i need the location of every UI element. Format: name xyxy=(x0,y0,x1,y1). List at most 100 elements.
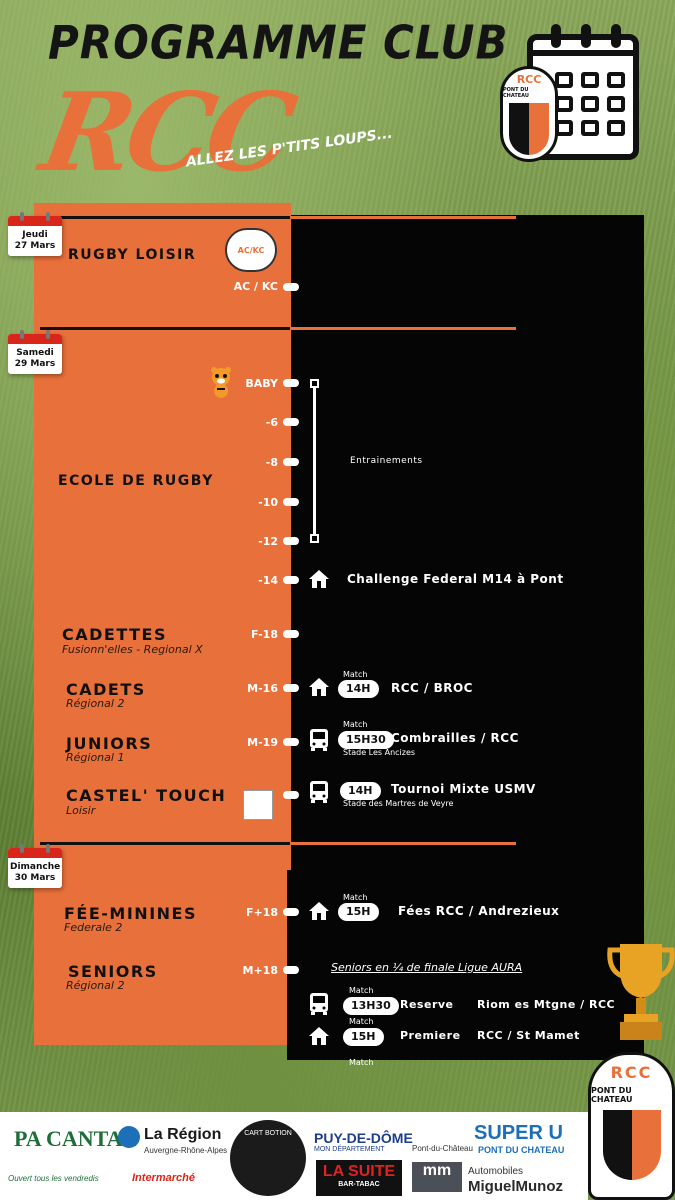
club-badge-top: RCC PONT DU CHATEAU xyxy=(500,66,558,162)
day-label: Dimanche xyxy=(10,862,61,872)
cadettes-sub: Fusionn'elles - Regional X xyxy=(62,643,203,656)
home-icon xyxy=(309,570,329,588)
timeline-dot xyxy=(283,630,299,638)
castel-sub: Loisir xyxy=(66,804,96,817)
level-label: -8 xyxy=(265,456,278,469)
sponsor-super-sub: PONT DU CHATEAU xyxy=(478,1145,565,1155)
cadets-name: CADETS xyxy=(66,680,146,699)
black-panel xyxy=(291,215,644,875)
match-label: Match xyxy=(349,1058,374,1067)
fixture-text: Riom es Mtgne / RCC xyxy=(477,998,616,1011)
fixture-text: Tournoi Mixte USMV xyxy=(391,782,536,796)
timeline-dot xyxy=(283,537,299,545)
time-pill: 15H xyxy=(343,1028,384,1046)
bracket-cap xyxy=(310,379,319,388)
level-label: -12 xyxy=(258,535,278,548)
timeline-dot xyxy=(283,418,299,426)
timeline-dot xyxy=(283,966,299,974)
la-suite-name: LA SUITE xyxy=(322,1163,396,1180)
divider xyxy=(40,216,290,219)
match-label: Match xyxy=(349,986,374,995)
team-label: Premiere xyxy=(400,1029,461,1042)
juniors-sub: Régional 1 xyxy=(66,751,125,764)
level-label: BABY xyxy=(245,377,278,390)
timeline-dot xyxy=(283,283,299,291)
date-label: 27 Mars xyxy=(14,241,56,251)
level-label: AC / KC xyxy=(233,280,278,293)
timeline-dot xyxy=(283,738,299,746)
fixture-text: RCC / St Mamet xyxy=(477,1029,580,1042)
sponsor-pont: Pont-du-Château xyxy=(412,1144,473,1153)
fixture-text: Combrailles / RCC xyxy=(391,731,519,745)
match-label: Match xyxy=(343,670,368,679)
time-pill: 15H xyxy=(338,903,379,921)
seniors-sub: Régional 2 xyxy=(66,979,125,992)
day-label: Samedi xyxy=(16,348,54,358)
date-tab-sunday: Dimanche 30 Mars xyxy=(8,844,62,888)
home-icon xyxy=(309,902,329,920)
match-label: Match xyxy=(349,1017,374,1026)
time-pill: 14H xyxy=(338,680,379,698)
sponsor-super-u: SUPER U xyxy=(474,1122,563,1144)
cadettes-name: CADETTES xyxy=(62,625,167,644)
bracket-cap xyxy=(310,534,319,543)
level-label: M-19 xyxy=(247,736,278,749)
badge-rcc: RCC xyxy=(516,73,542,86)
juniors-name: JUNIORS xyxy=(66,734,153,753)
level-label: F-18 xyxy=(250,628,278,641)
club-name: RCC xyxy=(32,70,299,196)
sponsor-pa-sub: Ouvert tous les vendredis xyxy=(8,1174,99,1183)
castel-touch-logo xyxy=(243,790,273,820)
sponsor-la-suite: LA SUITE BAR-TABAC xyxy=(316,1160,402,1196)
divider xyxy=(291,216,516,219)
sponsor-strip: PA CANTAL Ouvert tous les vendredis La R… xyxy=(0,1112,588,1200)
club-badge-bottom: RCC PONT DU CHATEAU xyxy=(588,1052,675,1200)
level-label: -10 xyxy=(258,496,278,509)
timeline-dot xyxy=(283,458,299,466)
bus-icon xyxy=(310,993,328,1015)
timeline-dot xyxy=(283,498,299,506)
timeline-dot xyxy=(283,576,299,584)
region-logo-icon xyxy=(118,1126,140,1148)
la-suite-sub: BAR-TABAC xyxy=(338,1181,380,1188)
level-label: -14 xyxy=(258,574,278,587)
divider xyxy=(291,842,516,845)
date-tab-saturday: Samedi 29 Mars xyxy=(8,330,62,374)
divider xyxy=(291,327,516,330)
tower-icon xyxy=(509,103,549,155)
badge-name: PONT DU CHATEAU xyxy=(503,87,529,99)
team-label: Reserve xyxy=(400,998,454,1011)
timeline-dot xyxy=(283,908,299,916)
sponsor-puy-sub: MON DÉPARTEMENT xyxy=(314,1146,385,1153)
time-pill: 13H30 xyxy=(343,997,399,1015)
aknc-logo: AC/KC xyxy=(225,228,277,272)
mm-logo-icon: mm xyxy=(412,1162,462,1192)
trophy-icon xyxy=(607,944,675,1040)
time-pill: 14H xyxy=(340,782,381,800)
date-label: 30 Mars xyxy=(14,873,56,883)
venue-text: Stade Les Ancizes xyxy=(343,748,416,757)
level-label: -6 xyxy=(265,416,278,429)
tower-icon xyxy=(602,1110,661,1180)
fixture-text: Fées RCC / Andrezieux xyxy=(398,904,560,918)
feminines-name: FÉE-MININES xyxy=(64,904,197,923)
timeline-dot xyxy=(283,684,299,692)
fixture-text: RCC / BROC xyxy=(391,681,473,695)
sponsor-cart-botion: CART BOTION xyxy=(230,1120,306,1196)
sponsor-auto-name: MiguelMunoz xyxy=(468,1178,563,1195)
timeline-dot xyxy=(283,791,299,799)
badge-name: PONT DU CHATEAU xyxy=(591,1086,633,1104)
match-label: Match xyxy=(343,893,368,902)
home-icon xyxy=(309,678,329,696)
challenge-text: Challenge Federal M14 à Pont xyxy=(347,572,564,586)
divider xyxy=(40,327,290,330)
home-icon xyxy=(309,1027,329,1045)
timeline-dot xyxy=(283,379,299,387)
feminines-sub: Federale 2 xyxy=(64,921,123,934)
sponsor-intermarche: Intermarché xyxy=(132,1172,195,1184)
date-tab-thursday: Jeudi 27 Mars xyxy=(8,212,62,256)
sponsor-pa-cantal: PA CANTAL xyxy=(14,1126,138,1151)
level-label: F+18 xyxy=(245,906,278,919)
level-label: M+18 xyxy=(242,964,278,977)
bus-icon xyxy=(310,729,328,751)
